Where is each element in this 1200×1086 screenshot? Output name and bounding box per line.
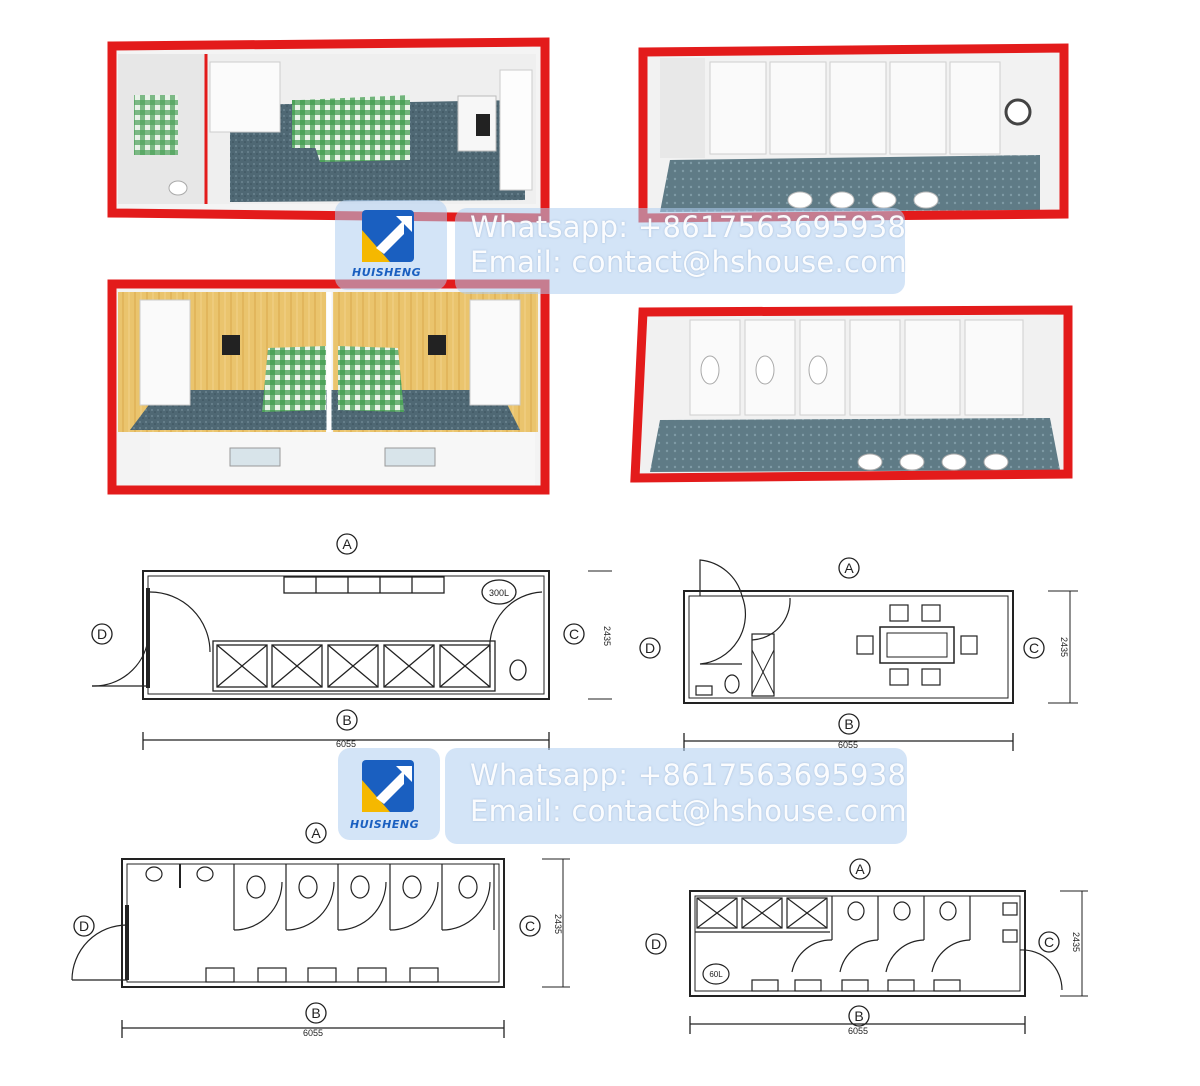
plan3-label-c: C [525,918,535,934]
plan2-label-b: B [844,716,853,732]
plan3-label-d: D [79,918,89,934]
plan4-label-d: D [651,936,661,952]
plan4-length-dimension: 6055 [848,1026,868,1036]
whatsapp-text-bottom: Whatsapp: +8617563695938 [470,758,907,792]
plan1-tank-label: 300L [489,588,509,598]
plan3-label-a: A [311,825,321,841]
plan-toilet-shower-block [645,858,1088,1034]
whatsapp-text-top: Whatsapp: +8617563695938 [470,210,907,244]
plan1-label-b: B [342,712,351,728]
plan2-label-c: C [1029,640,1039,656]
plan4-tank-label: 60L [709,970,723,979]
render-shower-block [638,43,1069,223]
plan1-label-c: C [569,626,579,642]
render-toilet-shower-block [630,305,1073,483]
email-text-bottom: Email: contact@hshouse.com [470,794,907,828]
brand-name-bottom: HUISHENG [350,818,420,831]
plan1-label-d: D [97,626,107,642]
plan3-label-b: B [311,1005,320,1021]
watermark-banner-top [455,208,905,294]
plan4-width-dimension: 2435 [1071,932,1081,952]
plan-shower-block [91,533,612,750]
huisheng-logo-icon [362,760,414,812]
plan4-label-c: C [1044,934,1054,950]
plan2-length-dimension: 6055 [838,740,858,750]
plan1-length-dimension: 6055 [336,739,356,749]
plan1-width-dimension: 2435 [602,626,612,646]
plan-dining-room [639,557,1078,751]
plan2-label-d: D [645,640,655,656]
watermark-banner-bottom [445,748,907,844]
plan4-label-b: B [854,1008,863,1024]
plan1-label-a: A [342,536,352,552]
render-single-bedroom [107,37,550,223]
plan3-width-dimension: 2435 [553,914,563,934]
plan2-label-a: A [844,560,854,576]
huisheng-logo-icon [362,210,414,262]
plan-toilet-block [71,822,570,1038]
email-text-top: Email: contact@hshouse.com [470,245,907,279]
plan3-length-dimension: 6055 [303,1028,323,1038]
plan2-width-dimension: 2435 [1059,637,1069,657]
plan4-label-a: A [855,861,865,877]
brand-name-top: HUISHENG [352,266,422,279]
render-double-bedroom [107,279,550,495]
